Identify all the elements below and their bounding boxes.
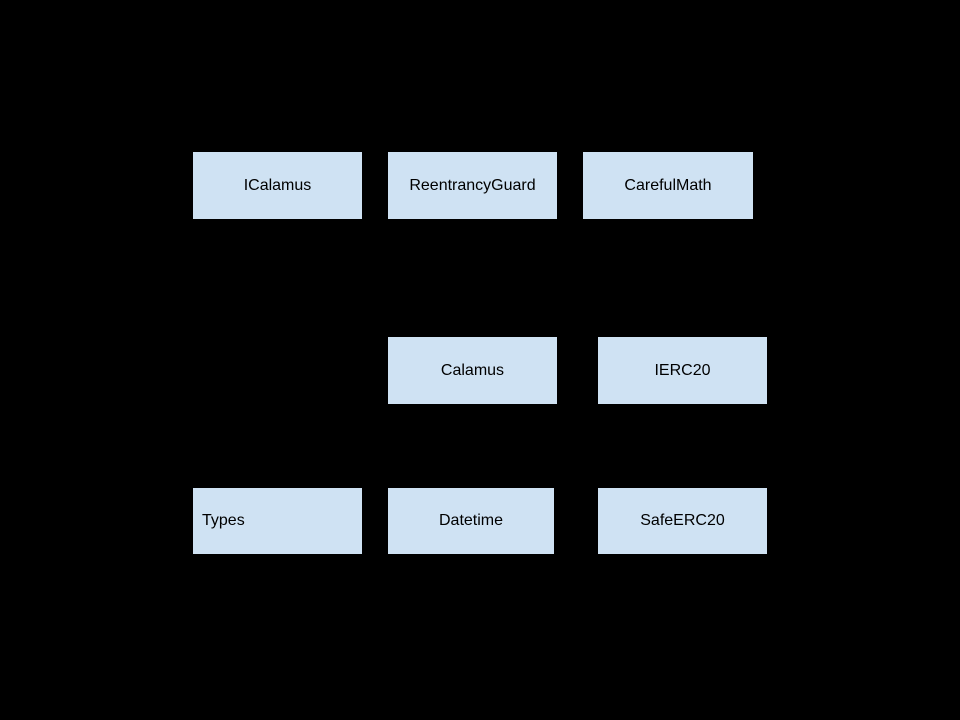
node-reentrancyguard: ReentrancyGuard (387, 151, 558, 220)
node-icalamus: ICalamus (192, 151, 363, 220)
node-calamus-label: Calamus (440, 361, 505, 379)
node-datetime-label: Datetime (438, 512, 504, 529)
node-icalamus-label: ICalamus (243, 176, 312, 194)
node-calamus: Calamus (387, 336, 558, 405)
node-safeerc20-label: SafeERC20 (640, 512, 725, 529)
node-ierc20: IERC20 (597, 336, 768, 405)
node-carefulmath: CarefulMath (582, 151, 754, 220)
node-reentrancyguard-label: ReentrancyGuard (409, 176, 536, 194)
node-carefulmath-label: CarefulMath (624, 176, 712, 194)
node-datetime: Datetime (387, 487, 555, 555)
node-types-label: Types (202, 512, 245, 529)
node-safeerc20: SafeERC20 (597, 487, 768, 555)
node-types: Types (192, 487, 363, 555)
node-ierc20-label: IERC20 (654, 361, 711, 379)
